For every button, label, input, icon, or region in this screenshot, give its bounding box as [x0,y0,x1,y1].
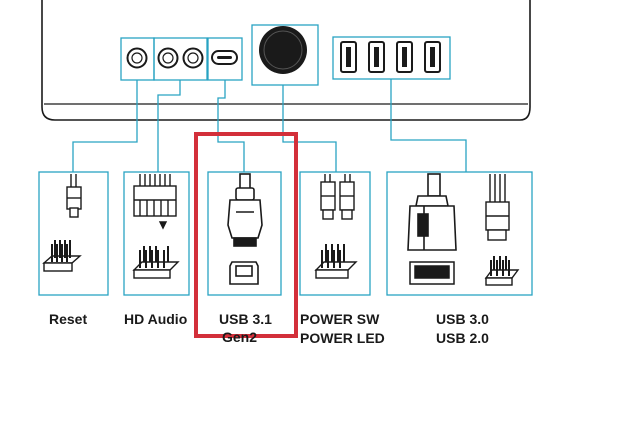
usb31-gen2-header-icon [229,261,259,285]
usb31-connector-box [207,171,282,296]
usb30-connector-icon [407,173,457,251]
power-connector-icon [320,174,355,220]
audio-jack-icon [157,47,204,69]
reset-button-icon [126,47,148,69]
front-panel [41,0,531,121]
usb-a-ports-icon [340,41,441,73]
hd-audio-connector-box [123,171,190,296]
usb-c-port-icon [211,50,238,65]
usb20-connector-icon [485,174,510,241]
reset-button-callout [120,37,155,81]
power-header-pins-icon [314,244,358,279]
leader-lines [72,79,467,172]
reset-connector-icon [66,174,82,218]
power-button-callout [251,24,319,86]
power-sw-label: POWER SW [300,311,380,327]
power-button-icon [259,26,307,74]
power-led-label: POWER LED [300,330,385,346]
hd-audio-connector-icon [133,174,177,230]
reset-connector-box [38,171,109,296]
usb-connector-box [386,171,533,296]
power-connector-box [299,171,371,296]
audio-jacks-callout [153,37,208,81]
hd-audio-header-pins-icon [132,246,180,279]
usb31-label: USB 3.1 [219,311,272,327]
usb31-highlight-frame [194,132,298,338]
reset-header-pins-icon [42,240,82,272]
reset-label: Reset [49,311,88,327]
usb30-label: USB 3.0 [436,311,489,327]
usb20-label: USB 2.0 [436,330,489,346]
hd-audio-label: HD Audio [124,311,188,327]
usb31-gen2-connector-icon [227,173,263,247]
usb20-header-pins-icon [484,256,520,286]
usb30-header-icon [409,261,455,285]
usb31-gen2-label: Gen2 [222,329,258,345]
